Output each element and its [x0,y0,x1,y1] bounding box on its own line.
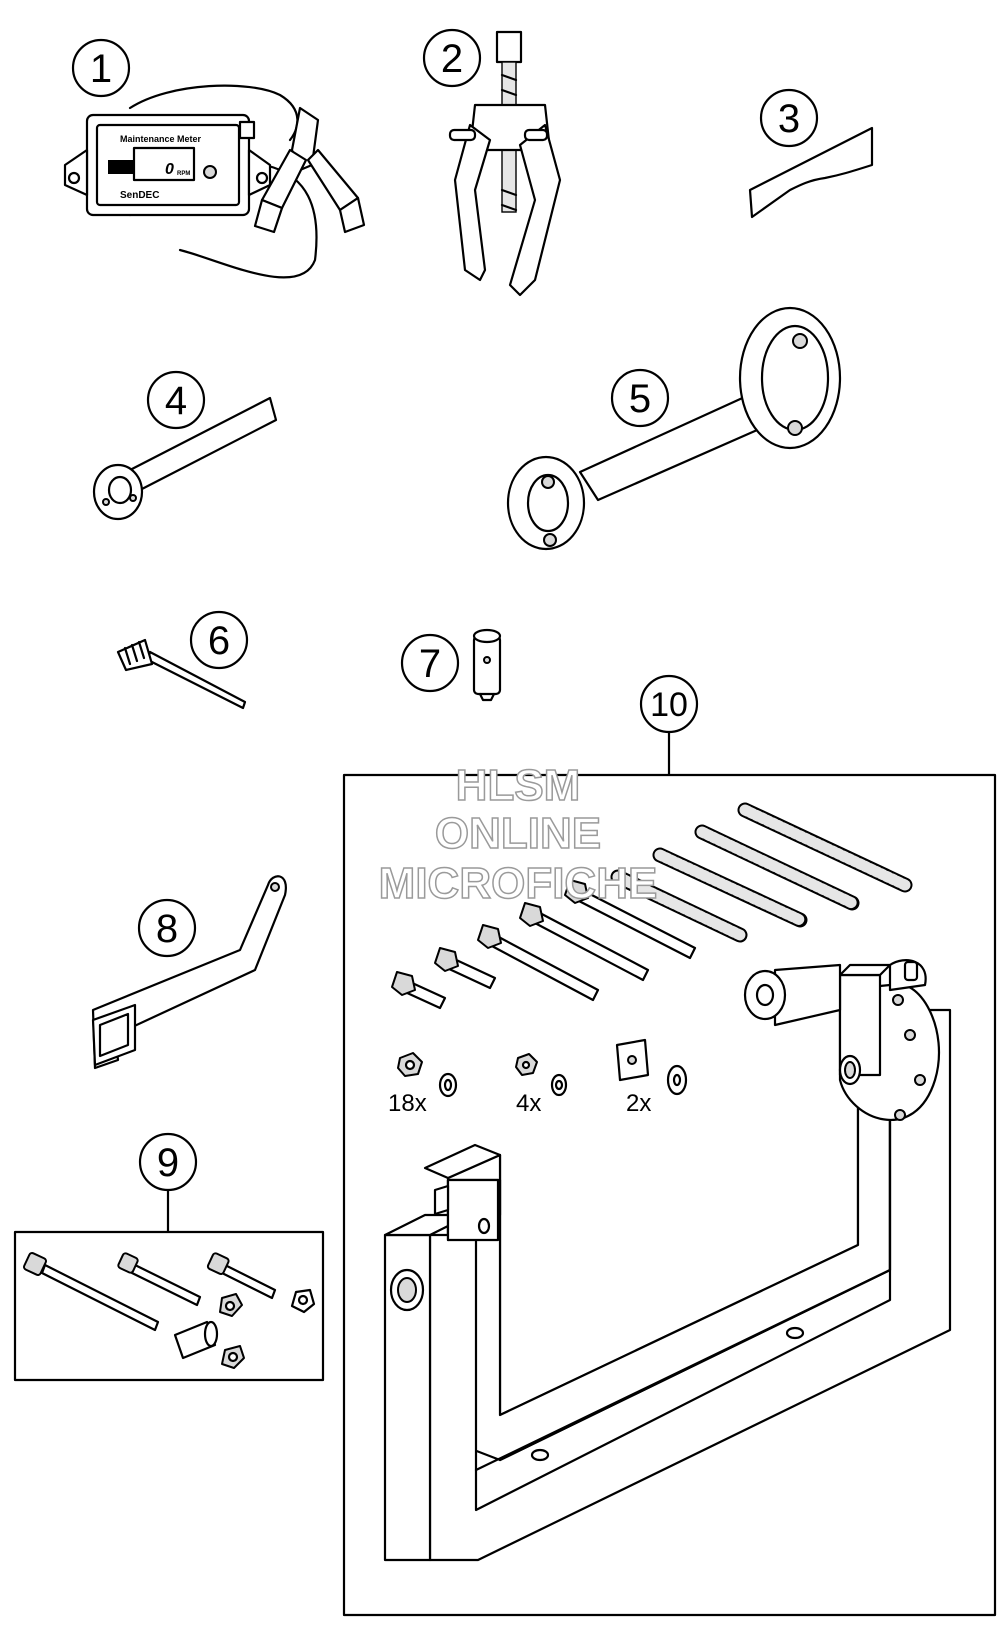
part-6-pin-tool: 6 [116,610,249,710]
meter-indicator-bar [108,160,134,174]
callout-9: 9 [157,1141,179,1185]
callout-1: 1 [90,47,112,91]
part-9-bolt-kit: 9 [13,1132,325,1382]
callout-7: 7 [419,642,441,686]
callout-circle-4 [146,370,206,430]
watermark-line-2: ONLINE [435,809,601,858]
part-10-engine-stand: 10 [342,674,997,1617]
part-7-socket: 7 [400,628,502,702]
callout-circle-8 [137,898,197,958]
callout-4: 4 [165,379,187,423]
meter-button [203,165,217,179]
meter-display-value: 0 [165,161,174,178]
part-8-bent-wrench: 8 [91,875,287,1070]
callout-circle-1 [71,38,131,98]
watermark-line-3: MICROFICHE [379,859,658,908]
part-2-puller: 2 [422,28,562,297]
part-5-hook-wrench: 5 [506,306,842,551]
qty-4x: 4x [516,1090,541,1117]
callout-circle-6 [189,610,249,670]
nuts-and-washers: 18x 4x 2x [388,1038,688,1117]
puller-arm-right [508,123,562,297]
meter-brand: SenDEC [120,190,159,201]
socket-body [472,634,502,696]
meter-title: Maintenance Meter [120,134,202,144]
part-3-gauge-plate: 3 [748,88,874,219]
meter-display [132,146,196,182]
callout-6: 6 [208,619,230,663]
qty-18x: 18x [388,1090,427,1117]
bent-wrench-square-end [91,1003,137,1067]
callout-5: 5 [629,377,651,421]
qty-2x: 2x [626,1090,651,1117]
stand-bolts [391,879,697,1010]
watermark-line-1: HLSM [456,761,581,810]
callout-8: 8 [156,907,178,951]
puller-bolt-head [495,30,523,64]
puller-arm-left [453,123,492,282]
callout-circle-5 [610,368,670,428]
watermark: HLSM ONLINE MICROFICHE [378,760,658,909]
clip-handle-right [306,148,360,212]
bolt-kit-frame [13,1230,325,1382]
callout-circle-2 [422,28,482,88]
part-4-pin-wrench: 4 [92,370,278,521]
gauge-plate [748,126,874,219]
part-1-maintenance-meter: 1 Maintenance Meter 0 RPM SenDEC [63,38,366,279]
callout-10: 10 [650,686,688,724]
callout-circle-7 [400,633,460,693]
meter-display-unit: RPM [177,171,190,177]
callout-2: 2 [441,37,463,81]
stand-u-frame [383,959,952,1562]
callout-3: 3 [778,97,800,141]
threaded-rods [610,802,913,943]
callout-circle-3 [759,88,819,148]
